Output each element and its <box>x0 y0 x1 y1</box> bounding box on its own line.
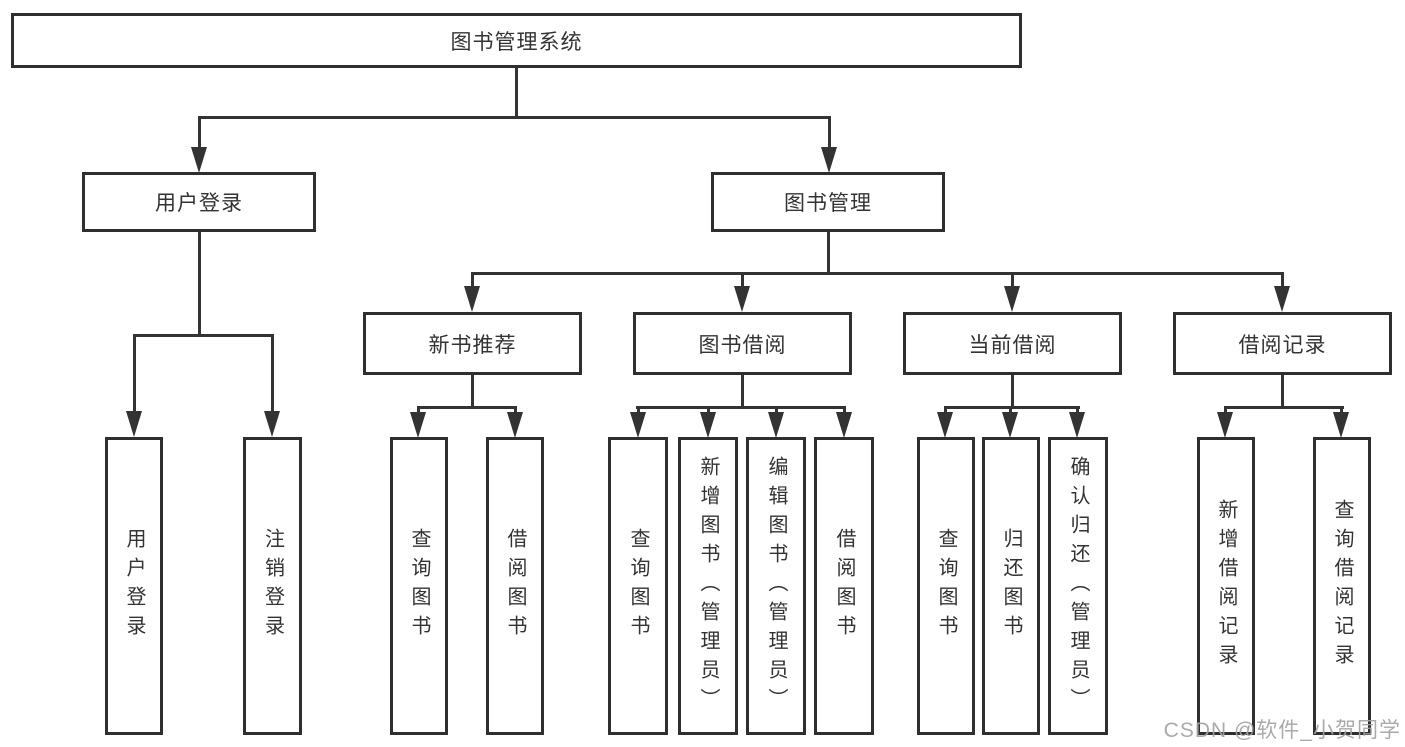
connector-vline <box>843 406 846 415</box>
arrow-down-icon <box>464 286 480 312</box>
arrow-down-icon <box>836 412 852 438</box>
leaf-edit-book-admin: 编辑图书（管理员） <box>746 437 806 735</box>
connector-vline <box>515 68 518 118</box>
connector-vline <box>828 116 831 150</box>
arrow-down-icon <box>630 412 646 438</box>
node-new-book-recommend-label: 新书推荐 <box>428 333 517 357</box>
arrow-down-icon <box>126 411 142 437</box>
leaf-query-book-2-label: 查询图书 <box>627 528 649 644</box>
node-current-borrow: 当前借阅 <box>903 312 1122 375</box>
leaf-add-book-admin-label: 新增图书（管理员） <box>697 455 719 717</box>
connector-vline <box>1076 406 1079 415</box>
connector-vline <box>741 272 744 288</box>
leaf-borrow-book-1: 借阅图书 <box>486 437 544 735</box>
node-borrow-record: 借阅记录 <box>1173 312 1392 375</box>
leaf-add-borrow-record: 新增借阅记录 <box>1197 437 1255 735</box>
arrow-down-icon <box>1333 412 1349 438</box>
arrow-down-icon <box>1002 412 1018 438</box>
arrow-down-icon <box>410 412 426 438</box>
connector-vline <box>417 406 420 415</box>
leaf-query-book-1-label: 查询图书 <box>408 528 430 644</box>
connector-vline <box>271 334 274 412</box>
leaf-add-book-admin: 新增图书（管理员） <box>678 437 738 735</box>
leaf-borrow-book-2: 借阅图书 <box>814 437 874 735</box>
connector-vline <box>1281 375 1284 408</box>
arrow-down-icon <box>821 147 837 173</box>
connector-vline <box>198 232 201 336</box>
node-user-login: 用户登录 <box>82 172 316 232</box>
connector-hline <box>636 406 845 409</box>
leaf-borrow-book-1-label: 借阅图书 <box>504 528 526 644</box>
node-current-borrow-label: 当前借阅 <box>968 333 1057 357</box>
arrow-down-icon <box>734 286 750 312</box>
leaf-confirm-return-admin-label: 确认归还（管理员） <box>1067 455 1089 717</box>
connector-vline <box>471 375 474 408</box>
leaf-query-book-1: 查询图书 <box>390 437 448 735</box>
node-borrow-record-label: 借阅记录 <box>1238 333 1327 357</box>
connector-vline <box>1224 406 1227 415</box>
arrow-down-icon <box>1274 286 1290 312</box>
connector-hline <box>944 406 1080 409</box>
connector-vline <box>827 232 830 274</box>
arrow-down-icon <box>191 147 207 173</box>
leaf-user-login: 用户登录 <box>105 437 163 735</box>
connector-vline <box>1281 272 1284 288</box>
node-book-management: 图书管理 <box>711 172 945 232</box>
leaf-user-login-label: 用户登录 <box>123 528 145 644</box>
connector-vline <box>1009 406 1012 415</box>
connector-vline <box>133 334 136 412</box>
node-user-login-label: 用户登录 <box>155 192 243 215</box>
connector-hline <box>417 406 517 409</box>
connector-vline <box>775 406 778 415</box>
leaf-borrow-book-2-label: 借阅图书 <box>833 528 855 644</box>
node-book-borrow: 图书借阅 <box>633 312 852 375</box>
connector-vline <box>198 116 201 150</box>
connector-hline <box>1224 406 1344 409</box>
connector-vline <box>1340 406 1343 415</box>
arrow-down-icon <box>1069 412 1085 438</box>
node-root-label: 图书管理系统 <box>450 30 583 54</box>
connector-vline <box>1011 272 1014 288</box>
connector-hline <box>471 272 1284 275</box>
leaf-return-book: 归还图书 <box>982 437 1040 735</box>
connector-vline <box>707 406 710 415</box>
node-root: 图书管理系统 <box>11 13 1022 68</box>
leaf-confirm-return-admin: 确认归还（管理员） <box>1048 437 1108 735</box>
arrow-down-icon <box>700 412 716 438</box>
leaf-query-borrow-record-label: 查询借阅记录 <box>1331 499 1353 673</box>
arrow-down-icon <box>507 412 523 438</box>
arrow-down-icon <box>264 411 280 437</box>
node-new-book-recommend: 新书推荐 <box>363 312 582 375</box>
connector-hline <box>198 116 831 119</box>
leaf-logout-label: 注销登录 <box>261 528 284 644</box>
connector-vline <box>637 406 640 415</box>
leaf-query-book-2: 查询图书 <box>608 437 668 735</box>
arrow-down-icon <box>937 412 953 438</box>
leaf-query-borrow-record: 查询借阅记录 <box>1313 437 1371 735</box>
connector-vline <box>741 375 744 408</box>
leaf-query-book-3: 查询图书 <box>917 437 975 735</box>
leaf-add-borrow-record-label: 新增借阅记录 <box>1215 499 1237 673</box>
connector-vline <box>514 406 517 415</box>
leaf-return-book-label: 归还图书 <box>1000 528 1022 644</box>
node-book-borrow-label: 图书借阅 <box>698 333 787 357</box>
leaf-edit-book-admin-label: 编辑图书（管理员） <box>765 455 787 717</box>
connector-vline <box>1011 375 1014 408</box>
csdn-watermark: CSDN @软件_小贺同学 <box>1163 719 1401 742</box>
connector-hline <box>133 334 274 337</box>
arrow-down-icon <box>768 412 784 438</box>
leaf-logout: 注销登录 <box>243 437 302 735</box>
connector-vline <box>944 406 947 415</box>
node-book-management-label: 图书管理 <box>784 192 872 215</box>
arrow-down-icon <box>1004 286 1020 312</box>
arrow-down-icon <box>1217 412 1233 438</box>
leaf-query-book-3-label: 查询图书 <box>935 528 957 644</box>
connector-vline <box>471 272 474 288</box>
